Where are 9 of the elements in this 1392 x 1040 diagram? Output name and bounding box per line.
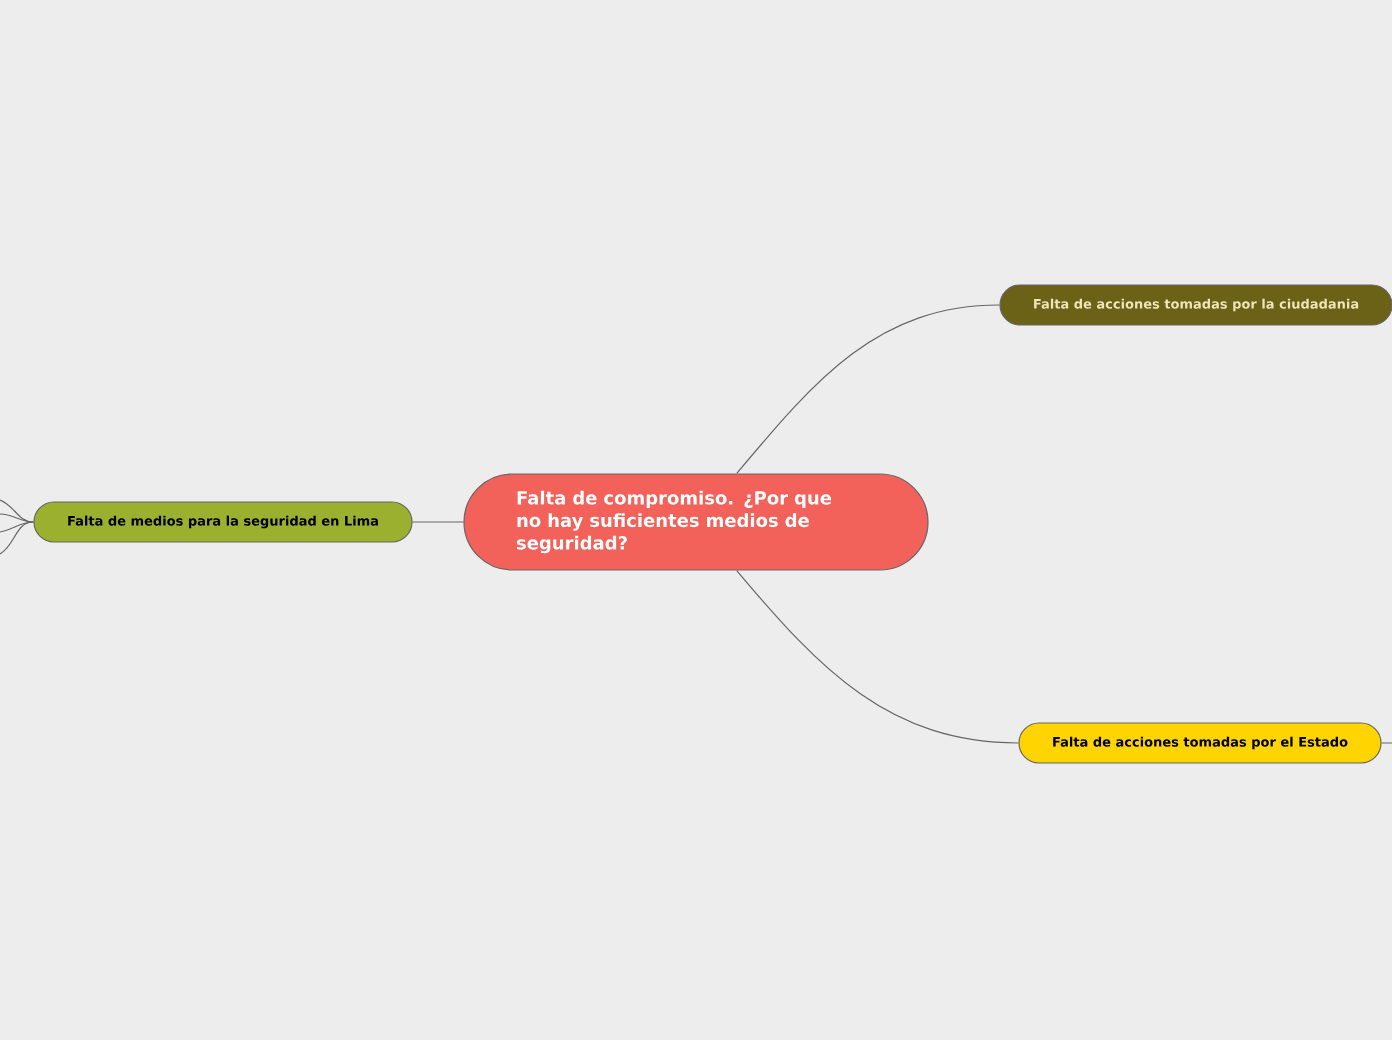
central-topic-box: Falta de compromiso. ¿Por que no hay suficientes medios de seguridad? [463,473,929,571]
connector-line [412,521,464,523]
connector-line [1381,742,1392,744]
connector-line [0,521,34,555]
connector-line [0,513,34,523]
connector-line [0,521,34,533]
connector-line [0,499,34,523]
connector-line [736,304,1000,474]
connector-line [736,570,1019,744]
